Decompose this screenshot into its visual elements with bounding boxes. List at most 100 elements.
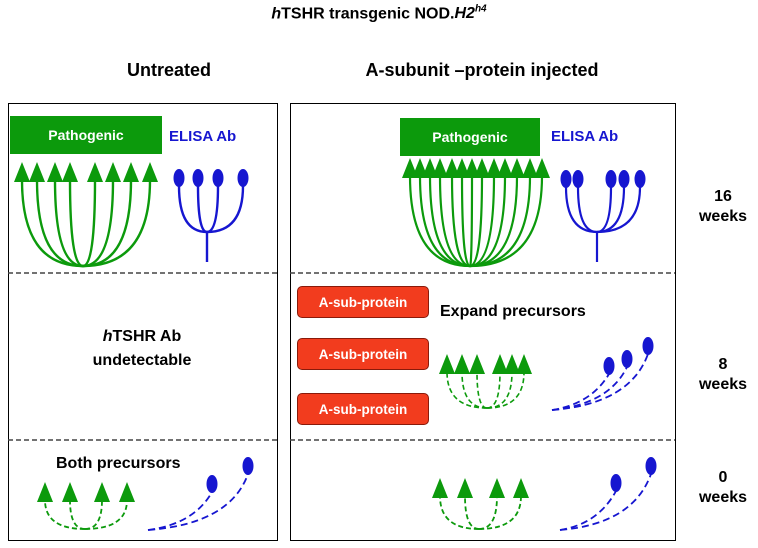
antibody-arrowhead bbox=[123, 162, 139, 182]
elisa-antibody-branch bbox=[596, 186, 642, 234]
elisa-precursor-tip bbox=[610, 474, 622, 492]
elisa-antibody-tip bbox=[634, 170, 646, 188]
pathogenic-precursors-injected bbox=[432, 478, 529, 530]
panel-untreated bbox=[8, 103, 278, 541]
pathogenic-antibody-stem bbox=[428, 175, 471, 268]
both-precursors-text: Both precursors bbox=[56, 455, 181, 472]
elisa-antibody-tip bbox=[605, 170, 617, 188]
antibody-arrowhead bbox=[432, 158, 448, 178]
pathogenic-antibody-stem bbox=[35, 179, 84, 268]
antibody-arrowhead bbox=[432, 478, 448, 498]
antibody-arrowhead bbox=[454, 354, 470, 374]
pathogenic-antibody-stem bbox=[82, 179, 97, 268]
elisa-precursor-tip bbox=[621, 350, 633, 368]
pathogenic-antibody-stem bbox=[69, 499, 86, 530]
expand-precursors-text: Expand precursors bbox=[440, 303, 586, 320]
elisa-precursor-tip bbox=[642, 337, 654, 355]
antibody-arrowhead bbox=[87, 162, 103, 182]
elisa-antibody-tree-injected bbox=[560, 170, 646, 262]
pathogenic-antibody-stem bbox=[478, 495, 498, 530]
antibody-arrowhead bbox=[474, 158, 490, 178]
pathogenic-label-injected: Pathogenic bbox=[400, 118, 540, 156]
pathogenic-antibody-stem bbox=[82, 179, 152, 268]
antibody-arrowhead bbox=[62, 162, 78, 182]
elisa-precursor-tip bbox=[242, 457, 254, 475]
elisa-antibody-tip bbox=[192, 169, 204, 187]
antibody-arrowhead bbox=[105, 162, 121, 182]
elisa-precursor-stem bbox=[559, 490, 617, 531]
antibody-arrowhead bbox=[489, 478, 505, 498]
pathogenic-antibody-stem bbox=[82, 179, 115, 268]
antibody-arrowhead bbox=[534, 158, 550, 178]
antibody-arrowhead bbox=[486, 158, 502, 178]
pathogenic-antibody-stem bbox=[469, 175, 544, 268]
pathogenic-label-untreated: Pathogenic bbox=[10, 116, 162, 154]
elisa-antibody-tip bbox=[237, 169, 249, 187]
elisa-antibody-tip bbox=[560, 170, 572, 188]
elisa-precursor-tip bbox=[603, 357, 615, 375]
figure-title: hTSHR transgenic NOD.H2h4 bbox=[271, 4, 487, 23]
elisa-precursor-stem bbox=[147, 473, 249, 531]
elisa-antibody-tip bbox=[618, 170, 630, 188]
elisa-antibody-tip bbox=[173, 169, 185, 187]
antibody-arrowhead bbox=[47, 162, 63, 182]
antibody-arrowhead bbox=[142, 162, 158, 182]
elisa-antibody-tip bbox=[572, 170, 584, 188]
elisa-precursor-tip bbox=[645, 457, 657, 475]
pathogenic-antibody-stem bbox=[461, 371, 488, 409]
elisa-precursors-injected bbox=[559, 457, 657, 531]
pathogenic-antibody-stem bbox=[486, 371, 525, 409]
pathogenic-antibody-stem bbox=[478, 495, 522, 530]
pathogenic-precursors-untreated bbox=[37, 482, 135, 530]
injection-box-2: A-sub-protein bbox=[297, 338, 429, 370]
elisa-antibody-branch bbox=[596, 186, 613, 234]
antibody-arrowhead bbox=[469, 354, 485, 374]
pathogenic-antibody-fan-injected bbox=[402, 158, 550, 268]
expanded-elisa-precursors bbox=[551, 337, 654, 411]
antibody-arrowhead bbox=[492, 354, 508, 374]
elisa-antibody-branch bbox=[177, 185, 208, 234]
elisa-precursor-stem bbox=[551, 353, 649, 411]
elisa-label-untreated: ELISA Ab bbox=[169, 128, 237, 145]
antibody-arrowhead bbox=[504, 354, 520, 374]
pathogenic-antibody-stem bbox=[84, 499, 128, 530]
undetectable-text: hTSHR Ab undetectable bbox=[92, 328, 192, 369]
antibody-arrowhead bbox=[439, 354, 455, 374]
elisa-precursor-stem bbox=[147, 491, 213, 531]
elisa-precursors-untreated bbox=[147, 457, 254, 531]
pathogenic-antibody-stem bbox=[460, 175, 471, 268]
pathogenic-antibody-stem bbox=[438, 175, 471, 268]
antibody-arrowhead bbox=[14, 162, 30, 182]
elisa-antibody-branch bbox=[206, 185, 245, 234]
elisa-precursor-tip bbox=[206, 475, 218, 493]
pathogenic-antibody-stem bbox=[468, 175, 474, 268]
pathogenic-antibody-stem bbox=[84, 499, 103, 530]
elisa-antibody-branch bbox=[564, 186, 598, 234]
antibody-arrowhead bbox=[94, 482, 110, 502]
column-header-untreated: Untreated bbox=[126, 60, 211, 80]
elisa-antibody-tree-untreated bbox=[173, 169, 249, 262]
expanded-pathogenic-precursors bbox=[439, 354, 532, 409]
antibody-arrowhead bbox=[29, 162, 45, 182]
injection-box-3: A-sub-protein bbox=[297, 393, 429, 425]
pathogenic-antibody-stem bbox=[439, 495, 480, 530]
antibody-arrowhead bbox=[62, 482, 78, 502]
elisa-antibody-branch bbox=[206, 185, 220, 234]
elisa-antibody-tip bbox=[212, 169, 224, 187]
pathogenic-antibody-stem bbox=[464, 495, 480, 530]
column-header-injected: A-subunit –protein injected bbox=[365, 60, 599, 80]
elisa-precursor-stem bbox=[551, 366, 628, 411]
pathogenic-antibody-stem bbox=[20, 179, 84, 268]
pathogenic-antibody-stem bbox=[53, 179, 84, 268]
antibody-arrowhead bbox=[119, 482, 135, 502]
elisa-antibody-branch bbox=[196, 185, 208, 234]
pathogenic-antibody-stem bbox=[44, 499, 86, 530]
antibody-arrowhead bbox=[513, 478, 529, 498]
antibody-arrowhead bbox=[522, 158, 538, 178]
pathogenic-antibody-fan-untreated bbox=[14, 162, 158, 268]
injection-box-1: A-sub-protein bbox=[297, 286, 429, 318]
